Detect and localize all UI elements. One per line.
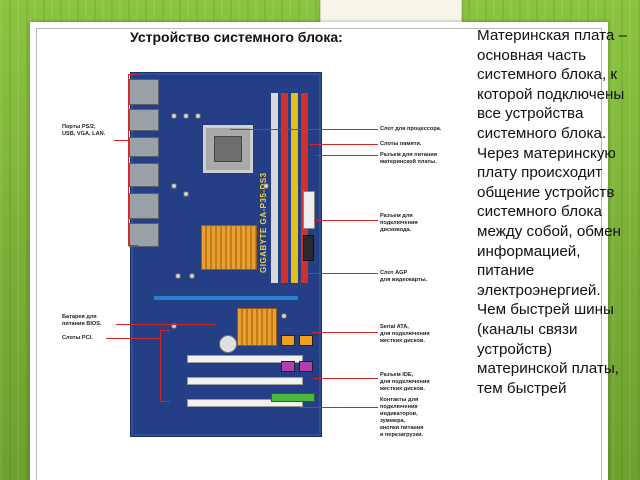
lan-port <box>129 193 159 219</box>
floppy-leader <box>314 220 378 221</box>
capacitor <box>281 313 287 319</box>
pci-leader <box>106 338 160 339</box>
cpu-leader <box>230 129 378 130</box>
slide-body-text: Материнская плата – основная часть систе… <box>477 27 628 397</box>
capacitor <box>189 273 195 279</box>
ide-leader <box>314 378 378 379</box>
sata-port <box>281 361 295 372</box>
pci-slot <box>187 377 303 385</box>
capacitor <box>175 273 181 279</box>
slide-title: Устройство системного блока: <box>130 29 343 45</box>
front-panel-leader <box>300 407 378 408</box>
capacitor <box>171 113 177 119</box>
usb-ports <box>129 137 159 157</box>
ram-slot <box>301 93 308 283</box>
ports-leader <box>114 140 128 141</box>
board-brand: GIGABYTE GA-P35-DS3 <box>259 172 268 273</box>
capacitor <box>183 191 189 197</box>
label-agp: Слот AGP для видеокарты. <box>380 270 428 283</box>
agp-leader <box>300 273 378 274</box>
capacitor <box>171 183 177 189</box>
label-pci: Слоты PCI. <box>62 335 93 341</box>
capacitor <box>183 113 189 119</box>
capacitor <box>195 113 201 119</box>
sata-port <box>281 335 295 346</box>
floppy-connector <box>303 235 314 261</box>
ports-bracket <box>128 74 138 246</box>
capacitor <box>263 183 269 189</box>
bios-battery <box>219 335 237 353</box>
label-memory-slots: Слоты памяти. <box>380 141 422 147</box>
label-battery: Батарея для питания BIOS. <box>62 314 102 327</box>
parallel-port <box>129 109 159 131</box>
capacitor <box>171 323 177 329</box>
label-cpu-socket: Слот для процессора. <box>380 126 442 132</box>
sata-leader <box>312 332 378 333</box>
motherboard-diagram: GIGABYTE GA-P35-DS3 По <box>30 22 480 480</box>
battery-leader <box>116 324 216 325</box>
pci-slot <box>187 355 303 363</box>
northbridge-heatsink <box>201 225 257 270</box>
audio-ports <box>129 163 159 187</box>
usb-ports-2 <box>129 223 159 247</box>
power-leader <box>316 155 378 156</box>
southbridge-heatsink <box>237 308 277 346</box>
agp-slot <box>153 295 299 301</box>
sata-port <box>299 335 313 346</box>
label-floppy: Разъем для подключения дисковода. <box>380 213 418 233</box>
ram-slot <box>291 93 298 283</box>
cpu-socket <box>203 125 253 173</box>
atx-power-connector <box>303 191 315 229</box>
label-front-panel: Контакты для подключения индикаторов, зу… <box>380 397 424 438</box>
slide-frame <box>36 28 602 480</box>
ram-slot <box>271 93 278 283</box>
label-sata: Serial ATA, для подключения жестких диск… <box>380 324 430 344</box>
ps2-ports <box>129 79 159 105</box>
label-ide: Разъем IDE, для подключения жестких диск… <box>380 372 430 392</box>
sata-port <box>299 361 313 372</box>
pci-bracket <box>160 330 170 402</box>
pci-slot <box>187 399 303 407</box>
label-ports: Порты PS/2, USB, VGA, LAN. <box>62 124 106 137</box>
memory-leader <box>310 144 378 145</box>
ram-slot <box>281 93 288 283</box>
ide-connector <box>271 393 315 402</box>
label-power-connector: Разъем для питания материнской платы. <box>380 152 437 165</box>
slide: GIGABYTE GA-P35-DS3 По <box>30 22 627 480</box>
motherboard-image: GIGABYTE GA-P35-DS3 <box>129 72 322 437</box>
